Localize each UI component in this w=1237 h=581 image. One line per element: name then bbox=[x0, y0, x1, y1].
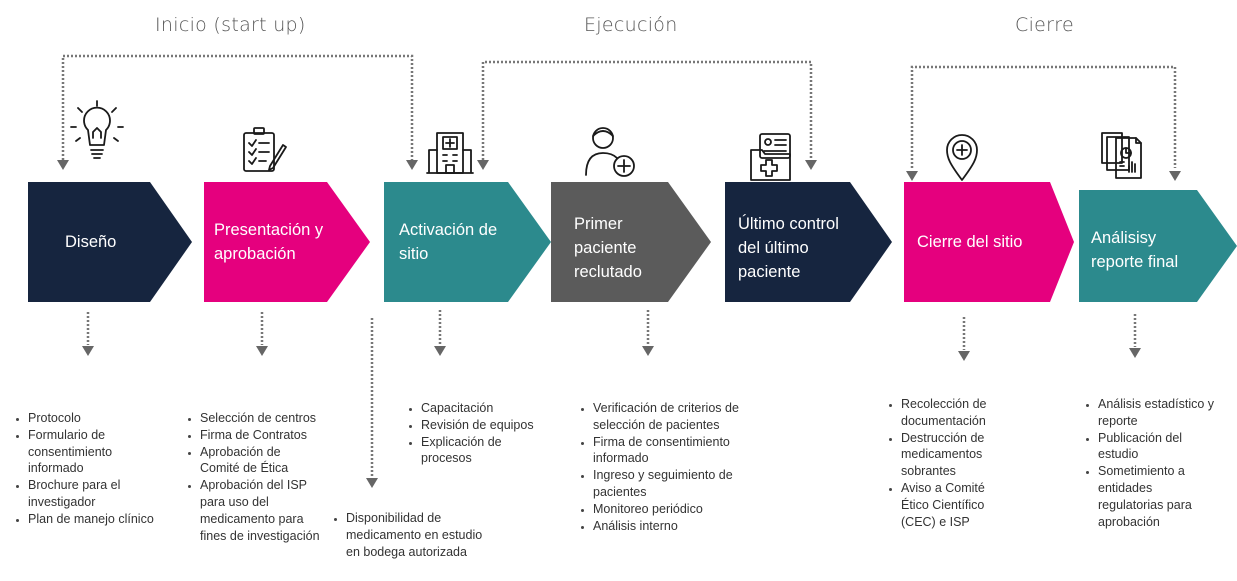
chevron-ultimo-control bbox=[725, 182, 892, 302]
bracket-ejecucion bbox=[481, 60, 813, 164]
list-item: Revisión de equipos bbox=[421, 417, 571, 434]
list-disponibilidad: Disponibilidad de medicamento en estudio… bbox=[330, 510, 486, 560]
list-item: Análisis estadístico y reporte bbox=[1098, 396, 1237, 430]
chevron-cierre bbox=[904, 182, 1074, 302]
phase-title-ejecucion: Ejecución bbox=[584, 14, 678, 36]
list-item: Brochure para el investigador bbox=[28, 477, 156, 511]
medical-folder-icon bbox=[750, 133, 791, 181]
phase-title-cierre: Cierre bbox=[1015, 14, 1074, 36]
bracket-inicio bbox=[61, 54, 414, 164]
chevron-primer-paciente bbox=[551, 182, 711, 302]
list-cierre-sitio: Recolección de documentación Destrucción… bbox=[885, 396, 1031, 530]
list-item: Monitoreo periódico bbox=[593, 501, 773, 518]
bracket-arrowheads bbox=[57, 160, 1181, 181]
list-item: Ingreso y seguimiento de pacientes bbox=[593, 467, 773, 501]
list-item: Capacitación bbox=[421, 400, 571, 417]
list-activacion: Capacitación Revisión de equipos Explica… bbox=[405, 400, 571, 467]
step-label-cierre-sitio: Cierre del sitio bbox=[917, 233, 1023, 251]
list-item: Aprobación del ISP para uso del medicame… bbox=[200, 477, 320, 544]
list-item: Verificación de criterios de selección d… bbox=[593, 400, 773, 434]
chevron-analisis bbox=[1079, 190, 1237, 302]
list-item: Disponibilidad de medicamento en estudio… bbox=[346, 510, 486, 560]
list-item: Plan de manejo clínico bbox=[28, 511, 156, 528]
list-item: Análisis interno bbox=[593, 518, 773, 535]
step-label-analisis: Análisisy reporte final bbox=[1091, 229, 1179, 271]
list-item: Explicación de procesos bbox=[421, 434, 531, 468]
hospital-building-icon bbox=[426, 132, 474, 174]
list-item: Recolección de documentación bbox=[901, 396, 1031, 430]
down-connectors bbox=[86, 310, 1137, 477]
list-presentacion: Selección de centros Firma de Contratos … bbox=[184, 410, 360, 544]
list-analisis: Análisis estadístico y reporte Publicaci… bbox=[1082, 396, 1237, 530]
list-item: Selección de centros bbox=[200, 410, 360, 427]
list-item: Protocolo bbox=[28, 410, 156, 427]
bracket-cierre bbox=[910, 65, 1177, 168]
list-item: Sometimiento a entidades regulatorias pa… bbox=[1098, 463, 1213, 530]
list-item: Aprobación de Comité de Ética bbox=[200, 444, 310, 478]
list-item: Destrucción de medicamentos sobrantes bbox=[901, 430, 1001, 480]
down-arrowheads bbox=[82, 346, 1141, 488]
list-primer-paciente: Verificación de criterios de selección d… bbox=[577, 400, 773, 534]
location-pin-plus-icon bbox=[946, 134, 978, 181]
list-item: Publicación del estudio bbox=[1098, 430, 1198, 464]
patient-plus-icon bbox=[585, 127, 635, 177]
chevron-activacion bbox=[384, 182, 551, 302]
list-item: Firma de Contratos bbox=[200, 427, 360, 444]
step-label-diseno: Diseño bbox=[65, 233, 117, 251]
list-item: Aviso a Comité Ético Científico (CEC) e … bbox=[901, 480, 1011, 530]
list-item: Firma de consentimiento informado bbox=[593, 434, 773, 468]
chevron-presentacion bbox=[204, 182, 370, 302]
clipboard-checklist-icon bbox=[243, 127, 287, 172]
report-documents-icon bbox=[1101, 132, 1142, 179]
step-label-presentacion: Presentación y aprobación bbox=[214, 221, 324, 263]
chevron-diseno bbox=[28, 182, 192, 302]
step-label-ultimo-control: Último control del último paciente bbox=[738, 215, 839, 281]
phase-brackets bbox=[61, 54, 1177, 168]
step-label-activacion: Activación de sitio bbox=[399, 221, 498, 263]
lightbulb-icon bbox=[70, 100, 124, 159]
step-label-primer-paciente: Primer paciente reclutado bbox=[574, 215, 642, 281]
list-item: Formulario de consentimiento informado bbox=[28, 427, 156, 477]
list-diseno: Protocolo Formulario de consentimiento i… bbox=[12, 410, 156, 528]
phase-title-inicio: Inicio (start up) bbox=[155, 14, 306, 36]
process-chevrons bbox=[28, 182, 1237, 302]
